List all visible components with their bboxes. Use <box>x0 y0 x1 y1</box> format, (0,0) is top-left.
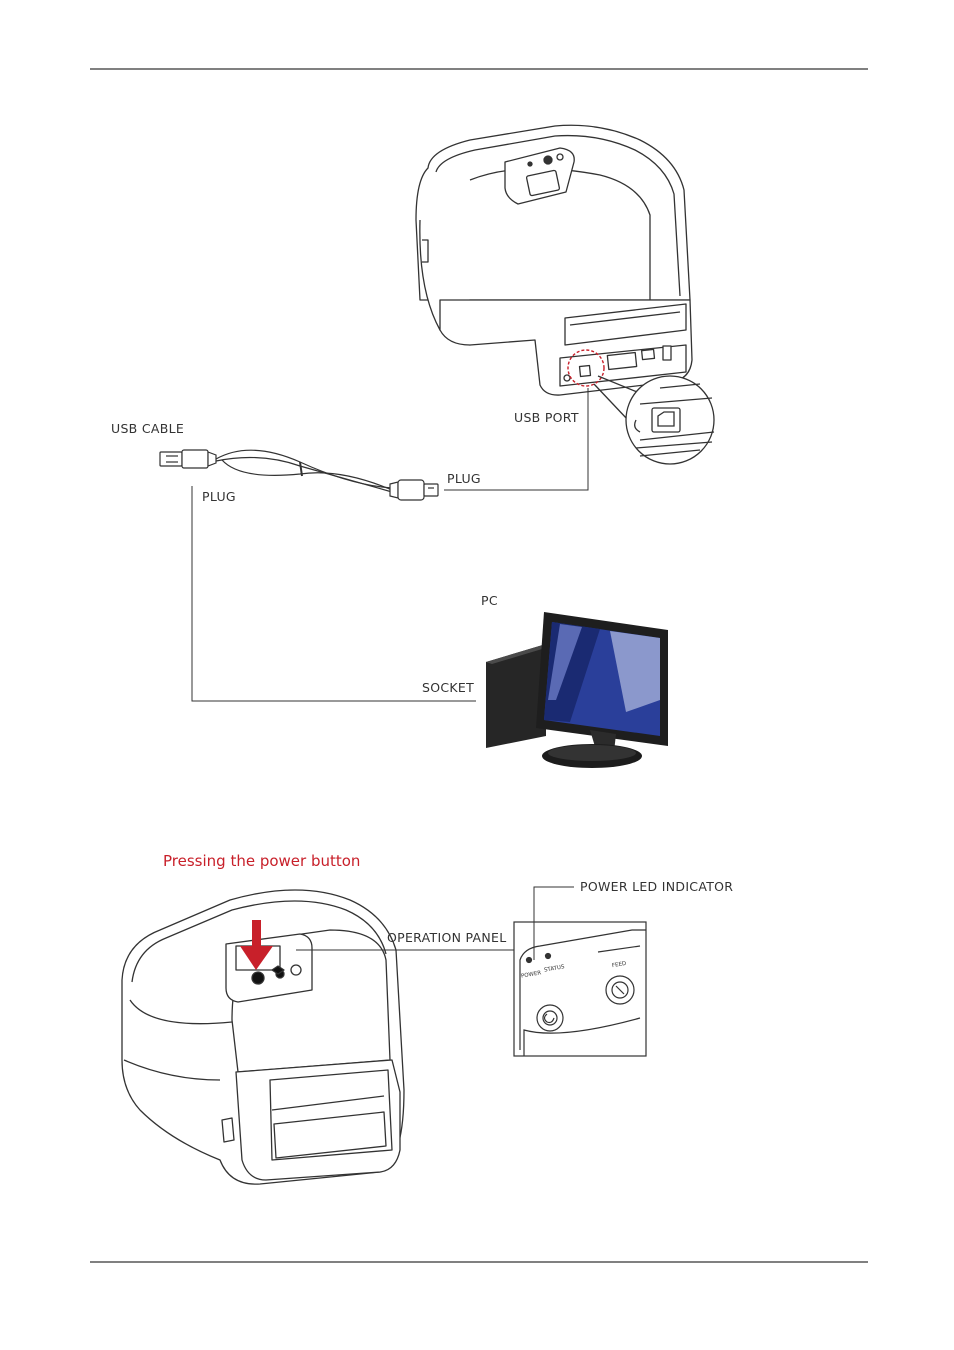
usb-cable <box>159 449 439 501</box>
operation-panel-zoom <box>513 921 647 1057</box>
printer-rear-view <box>415 124 693 396</box>
socket-connector-line <box>191 486 476 702</box>
press-arrow <box>240 920 273 970</box>
printer-front-view <box>121 889 405 1185</box>
socket-label: SOCKET <box>422 680 475 695</box>
section-title: Pressing the power button <box>163 852 361 870</box>
usb-port-label: USB PORT <box>514 410 579 425</box>
usb-port-connector-line <box>444 388 589 491</box>
operation-panel-label: OPERATION PANEL <box>387 930 507 945</box>
power-led-indicator-label: POWER LED INDICATOR <box>580 879 734 894</box>
power-led-connector-line <box>533 886 574 960</box>
usb-cable-label: USB CABLE <box>111 421 185 436</box>
pc-monitor-illustration <box>486 612 668 768</box>
usb-port-highlight <box>567 349 605 387</box>
pc-label: PC <box>481 593 498 608</box>
usb-port-zoom-callout <box>593 375 715 465</box>
plug-right-label: PLUG <box>447 471 481 486</box>
plug-left-label: PLUG <box>202 489 236 504</box>
